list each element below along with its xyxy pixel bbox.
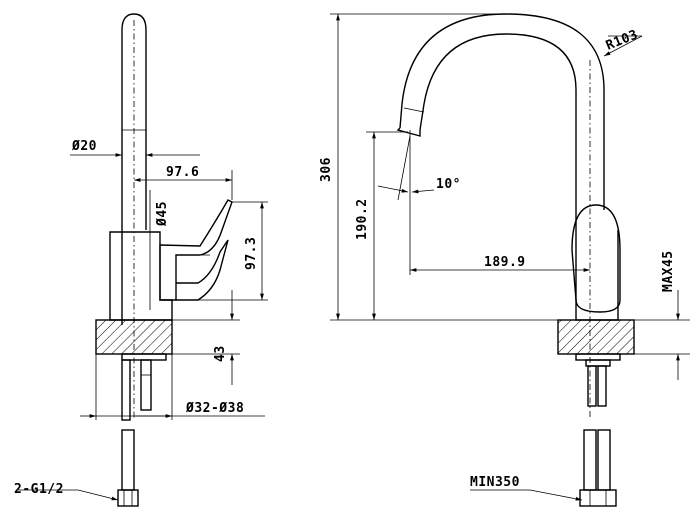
label-dia20: Ø20 xyxy=(71,139,97,154)
label-10deg: 10° xyxy=(436,177,461,192)
label-dia32-38: Ø32-Ø38 xyxy=(185,401,244,416)
label-306: 306 xyxy=(319,157,334,182)
label-97-6: 97.6 xyxy=(166,165,199,180)
label-r103: R103 xyxy=(604,27,641,53)
label-97-3: 97.3 xyxy=(244,237,259,270)
label-thread: 2-G1/2 xyxy=(14,482,64,497)
side-view: Ø20 97.6 Ø45 97.3 43 Ø32-Ø38 2-G1/2 xyxy=(14,13,268,507)
label-dia45: Ø45 xyxy=(155,201,170,227)
label-190-2: 190.2 xyxy=(355,198,370,240)
label-min350: MIN350 xyxy=(470,475,520,490)
label-43: 43 xyxy=(213,345,228,362)
label-189-9: 189.9 xyxy=(484,255,526,270)
label-max45: MAX45 xyxy=(661,250,676,292)
front-view: 306 R103 10° 190.2 189.9 MAX45 MIN350 xyxy=(319,13,690,507)
